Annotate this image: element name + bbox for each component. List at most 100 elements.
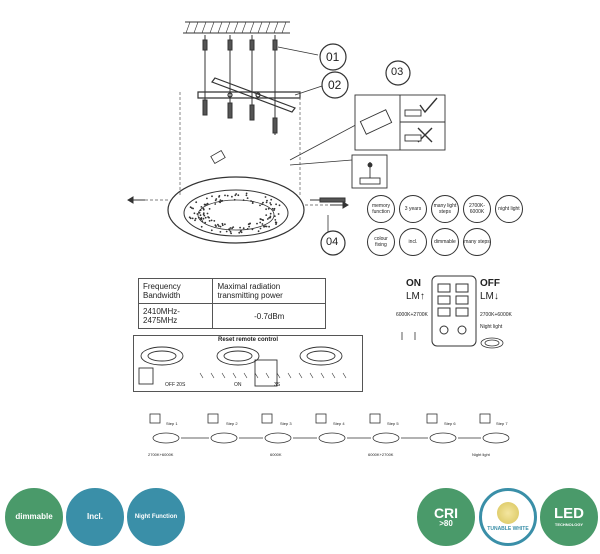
led-label: LED	[554, 504, 584, 522]
lamp-dot	[202, 213, 205, 216]
lamp-dot	[196, 213, 199, 215]
step-label-7: Step 7	[496, 421, 508, 426]
cri-icon: CRI >80	[417, 488, 475, 546]
lamp-dot	[270, 198, 273, 201]
lamp-dot	[210, 219, 213, 222]
callout-01: 01	[326, 50, 340, 64]
step-sub-3: 6000K+2700K	[368, 452, 394, 457]
remote-on-label: ON	[406, 278, 421, 289]
lamp-dot	[249, 222, 252, 225]
reset-on-label: ON	[234, 382, 242, 388]
lamp-dot	[261, 223, 264, 225]
lamp-dot	[268, 225, 270, 228]
lamp-dot	[239, 226, 242, 229]
lamp-dot	[208, 208, 211, 210]
reset-tick	[221, 372, 226, 379]
lamp-dot	[275, 221, 277, 224]
lamp-dot	[245, 192, 248, 195]
reset-tick	[276, 372, 281, 379]
step-remote	[369, 413, 381, 424]
lamp-dot	[266, 199, 268, 202]
reset-tick	[342, 372, 347, 379]
lamp-dot	[202, 208, 205, 211]
lamp-dot	[233, 198, 236, 201]
lamp-dot	[256, 222, 258, 225]
remote-cct-left: 6000K+2700K	[396, 312, 428, 318]
lamp-dot	[214, 199, 217, 202]
lamp-dot	[229, 230, 232, 233]
memory-function-badge: memory function	[367, 195, 395, 223]
lamp-dot	[262, 219, 265, 222]
callout-03: 03	[391, 66, 404, 78]
led-sub-label: TECHNOLOGY	[554, 521, 584, 527]
lamp-dot	[200, 217, 203, 219]
tunable-label: TUNABLE WHITE	[487, 526, 529, 532]
lamp-dot	[194, 217, 197, 220]
light-steps-badge: many light steps	[431, 195, 459, 223]
lamp-dot	[202, 217, 205, 220]
lamp-dot	[265, 214, 268, 217]
lamp-dot	[217, 225, 220, 227]
step-lamp	[482, 432, 510, 444]
lamp-dot	[246, 197, 249, 200]
step-sub-4: Night light	[472, 452, 490, 457]
lamp-dot	[221, 224, 224, 227]
callout-04: 04	[326, 236, 339, 248]
reset-tick	[309, 372, 314, 379]
lamp-dot	[273, 207, 276, 210]
lamp-dot	[210, 229, 213, 232]
lamp	[167, 176, 305, 244]
lamp-dot	[224, 194, 226, 197]
lamp-dot	[199, 214, 202, 217]
lamp-dot	[275, 223, 277, 226]
lamp-dot	[208, 216, 210, 219]
lamp-dot	[259, 204, 261, 207]
lamp-dot	[221, 199, 224, 202]
lamp-dot	[219, 225, 222, 228]
step-remote	[315, 413, 327, 424]
dimmable-icon: dimmable	[5, 488, 63, 546]
lamp-dot	[228, 229, 231, 231]
step-remote	[149, 413, 161, 424]
night-icon-label: Night Function	[134, 513, 178, 520]
lamp-dot	[275, 203, 277, 206]
lamp-dot	[195, 201, 198, 204]
lamp-dot	[221, 222, 224, 225]
step-label-5: Step 5	[387, 421, 399, 426]
cri-value: >80	[439, 519, 453, 528]
detail-03	[354, 94, 446, 151]
many-steps-badge: many steps	[463, 228, 491, 256]
step-sub-2: 6000K	[270, 452, 282, 457]
ceiling	[183, 21, 290, 34]
reset-tick	[265, 372, 270, 379]
reset-time-label: 3S	[274, 382, 281, 388]
lamp-dot	[267, 207, 270, 210]
feature-badges-row2: colour fixing incl. dimmable many steps	[367, 228, 491, 256]
lamp-dot	[270, 203, 272, 206]
step-lamp	[264, 432, 292, 444]
lamp-dot	[260, 218, 262, 221]
screws	[202, 35, 278, 135]
step-remote	[426, 413, 438, 424]
remote-off-label: OFF	[480, 278, 500, 289]
reset-title: Reset remote control	[217, 337, 278, 343]
lamp-dot	[193, 212, 196, 215]
lamp-dot	[217, 223, 219, 226]
lamp-dot	[261, 203, 263, 206]
lamp-dot	[265, 201, 268, 204]
freq-header-power: Maximal radiation transmitting power	[212, 278, 326, 304]
reset-tick	[210, 372, 215, 379]
reset-tick	[287, 372, 292, 379]
lamp-dot	[204, 216, 207, 219]
lamp-dot	[218, 195, 221, 197]
freq-header-bandwidth: Frequency Bandwidth	[137, 278, 214, 304]
lamp-dots	[188, 192, 281, 235]
frequency-table: Frequency Bandwidth Maximal radiation tr…	[137, 278, 326, 329]
remote-drawing	[431, 275, 477, 347]
lamp-dot	[251, 228, 254, 231]
step-label-1: Step 1	[166, 421, 178, 426]
lamp-dot	[218, 200, 221, 203]
lamp-dot	[237, 194, 240, 197]
lamp-dot	[215, 225, 217, 228]
